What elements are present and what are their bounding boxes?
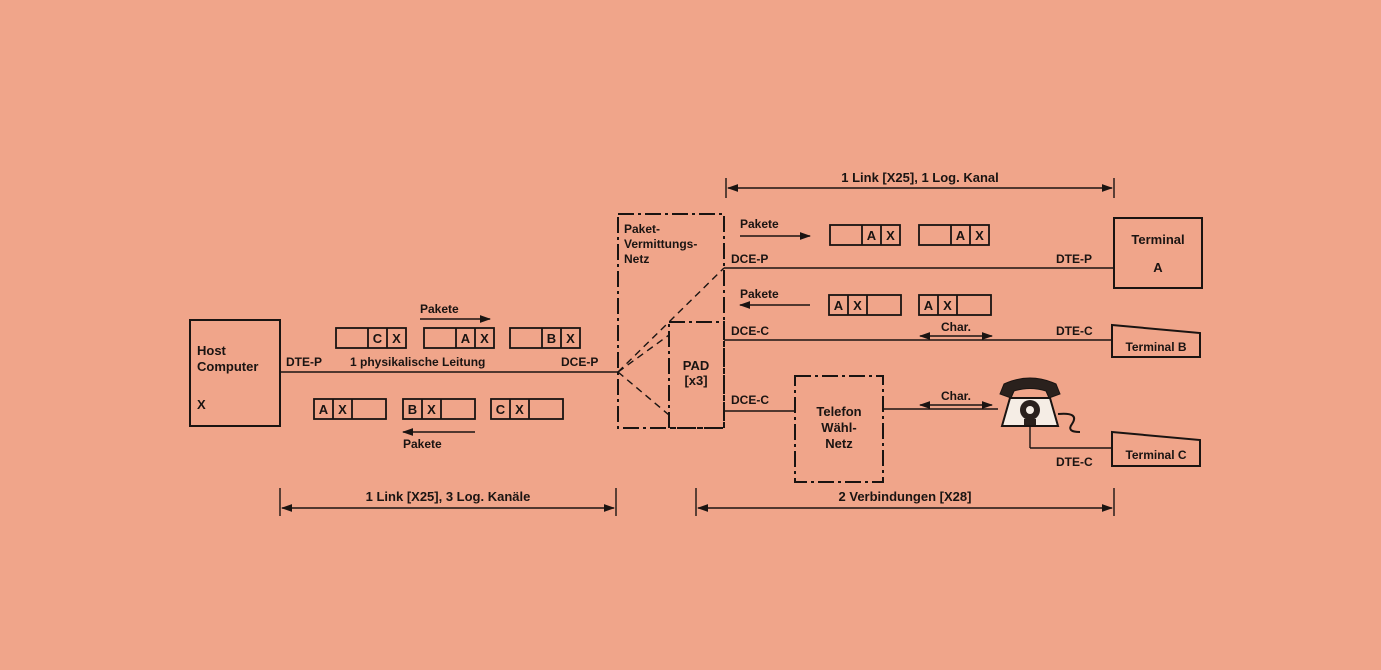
packet-source: X — [886, 228, 895, 243]
packet: A X — [828, 294, 902, 316]
network-label-3: Netz — [624, 252, 649, 266]
packet: C X — [335, 327, 407, 349]
dte-c-label-b: DTE-C — [1056, 324, 1093, 338]
packet: B X — [402, 398, 476, 420]
packet: A X — [829, 224, 901, 246]
packet-source: X — [392, 331, 401, 346]
host-label-2: Computer — [197, 359, 258, 374]
dimension-link-bottom-right: 2 Verbindungen [X28] — [695, 488, 1115, 516]
network-label-2: Vermittungs- — [624, 237, 697, 251]
packet-dest: A — [956, 228, 966, 243]
terminal-b: Terminal B — [1111, 323, 1201, 358]
host-computer: Host Computer X — [189, 319, 281, 427]
packet-switching-network: Paket- Vermittungs- Netz — [617, 213, 725, 429]
host-label-1: Host — [197, 343, 227, 358]
telefon-label-1: Telefon — [816, 404, 861, 419]
packet-dest: C — [496, 402, 506, 417]
telefon-label-3: Netz — [825, 436, 853, 451]
packet-source: X — [853, 298, 862, 313]
dte-p-label-terminal-a: DTE-P — [1056, 252, 1092, 266]
link-bottom-right-label: 2 Verbindungen [X28] — [839, 489, 972, 504]
pakete-label-right-top: Pakete — [740, 217, 779, 231]
char-label-b: Char. — [941, 320, 971, 334]
packet: A X — [918, 224, 990, 246]
dce-p-label-right: DCE-P — [731, 252, 768, 266]
dte-c-label-c: DTE-C — [1056, 455, 1093, 469]
pakete-label-left-top: Pakete — [420, 302, 459, 316]
terminal-c: Terminal C — [1111, 430, 1201, 467]
host-dte-p-label: DTE-P — [286, 355, 322, 369]
packet-source: X — [427, 402, 436, 417]
terminal-a-label-1: Terminal — [1131, 232, 1184, 247]
packet-dest: A — [834, 298, 844, 313]
terminal-c-label: Terminal C — [1125, 448, 1186, 462]
pakete-label-left-bottom: Pakete — [403, 437, 442, 451]
telefon-label-2: Wähl- — [821, 420, 856, 435]
packet-source: X — [480, 331, 489, 346]
dce-c-label-telefon: DCE-C — [731, 393, 769, 407]
pad-label-2: [x3] — [684, 373, 707, 388]
terminal-a: Terminal A — [1113, 217, 1203, 289]
packet-source: X — [338, 402, 347, 417]
packet-dest: A — [924, 298, 934, 313]
telephone-icon — [999, 377, 1112, 449]
terminal-b-label: Terminal B — [1125, 340, 1186, 354]
pad: PAD [x3] — [668, 321, 725, 429]
dimension-link-bottom-left: 1 Link [X25], 3 Log. Kanäle — [279, 488, 617, 516]
dimension-link-top: 1 Link [X25], 1 Log. Kanal — [725, 170, 1115, 198]
physical-line-label: 1 physikalische Leitung — [350, 355, 485, 369]
pakete-label-right-middle: Pakete — [740, 287, 779, 301]
packet: B X — [509, 327, 581, 349]
packet-source: X — [566, 331, 575, 346]
packet-source: X — [943, 298, 952, 313]
network-dce-p-label: DCE-P — [561, 355, 598, 369]
packet: C X — [490, 398, 564, 420]
packet-dest: B — [408, 402, 417, 417]
link-top-label: 1 Link [X25], 1 Log. Kanal — [841, 170, 998, 185]
packet-source: X — [975, 228, 984, 243]
dce-c-label-b: DCE-C — [731, 324, 769, 338]
packet-dest: B — [547, 331, 556, 346]
terminal-a-label-2: A — [1153, 260, 1163, 275]
telephone-network: Telefon Wähl- Netz — [794, 375, 884, 483]
link-bottom-left-label: 1 Link [X25], 3 Log. Kanäle — [366, 489, 531, 504]
packet: A X — [423, 327, 495, 349]
char-label-c: Char. — [941, 389, 971, 403]
packet-source: X — [515, 402, 524, 417]
packet-dest: A — [461, 331, 471, 346]
network-label-1: Paket- — [624, 222, 660, 236]
internal-routes — [617, 267, 725, 416]
packet-dest: A — [319, 402, 329, 417]
packet-dest: A — [867, 228, 877, 243]
pad-label-1: PAD — [683, 358, 709, 373]
host-label-3: X — [197, 397, 206, 412]
packet-dest: C — [373, 331, 383, 346]
packet: A X — [313, 398, 387, 420]
packet: A X — [918, 294, 992, 316]
